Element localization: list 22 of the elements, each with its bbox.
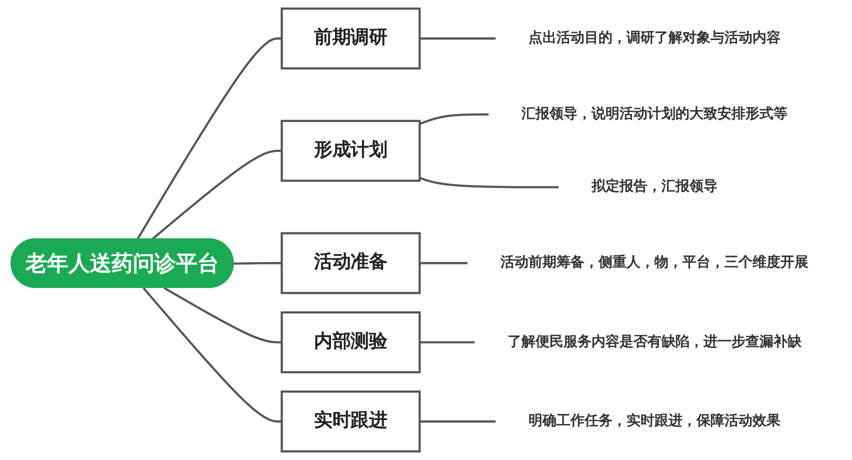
node-box: 前期调研: [280, 8, 421, 70]
node-text: 点出活动目的，调研了解对象与活动内容: [528, 30, 781, 46]
node-box: 内部测验: [280, 311, 421, 374]
connector: [234, 262, 282, 265]
connector: [420, 341, 476, 344]
node-text: 了解便民服务内容是否有缺陷，进一步查漏补缺: [507, 334, 802, 350]
node-text: 明确工作任务，实时跟进，保障活动效果: [528, 413, 781, 430]
node-box: 形成计划: [280, 120, 421, 182]
node-text: 汇报领导，说明活动计划的大致安排形式等: [521, 106, 788, 122]
connector: [419, 113, 490, 125]
node-text: 活动前期筹备，侧重人，物，平台，三个维度开展: [500, 254, 809, 271]
node-text: 拟定报告，汇报领导: [591, 178, 718, 195]
connector: [142, 287, 282, 423]
node-box: 活动准备: [280, 232, 421, 294]
connector: [164, 286, 282, 344]
node-box: 实时跟进: [280, 390, 421, 452]
connector: [419, 176, 560, 188]
connector: [420, 420, 496, 423]
connector: [136, 37, 282, 240]
connector: [420, 262, 468, 264]
connector: [420, 37, 496, 40]
connector: [151, 150, 282, 240]
